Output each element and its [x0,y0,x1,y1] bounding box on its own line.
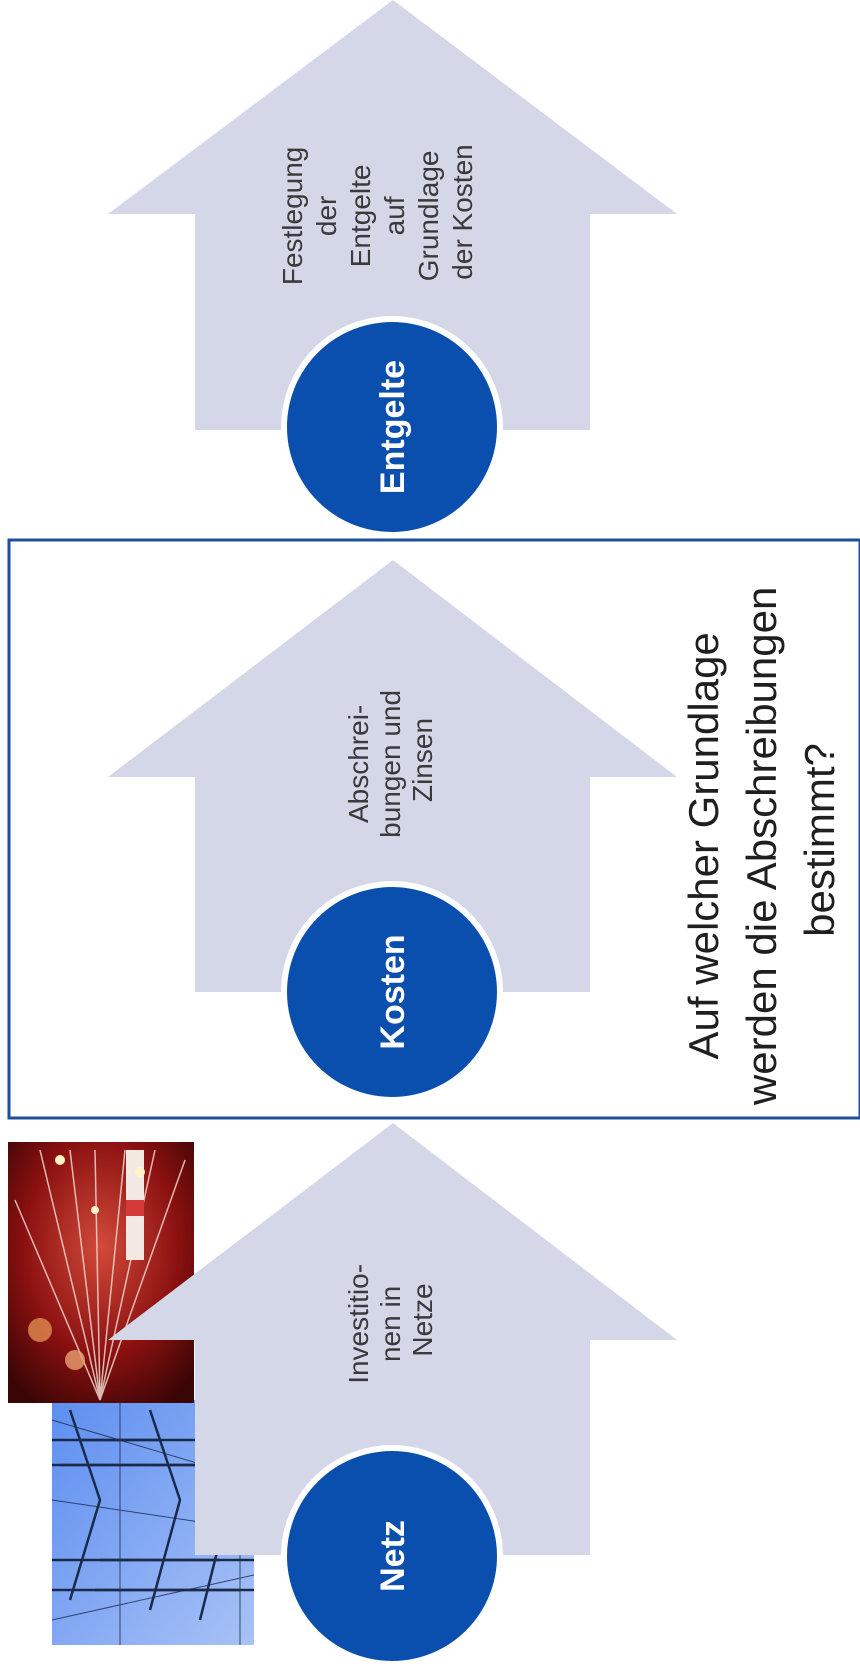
arrow-shape-kosten [108,560,677,992]
circle-label-kosten: Kosten [374,934,412,1049]
circle-netz: Netz [281,1445,503,1664]
highlight-frame [7,538,860,1120]
circle-label-netz: Netz [374,1520,412,1592]
arrow-text-netz: Investitio- nen in Netze [343,1256,438,1384]
arrow-text-kosten: Abschrei- bungen und Zinsen [343,682,438,838]
arrow-text-entgelte: Festlegung der Entgelte auf Grundlage de… [277,139,478,285]
question-text: Auf welcher Grundlage werden die Abschre… [680,575,843,1106]
circle-label-entgelte: Entgelte [374,360,412,494]
circle-kosten: Kosten [281,881,503,1103]
arrow-shape-netz [108,1123,677,1555]
fiber-optics-photo [8,1142,194,1403]
arrow-shape-entgelte [108,0,677,430]
circle-entgelte: Entgelte [281,316,503,538]
